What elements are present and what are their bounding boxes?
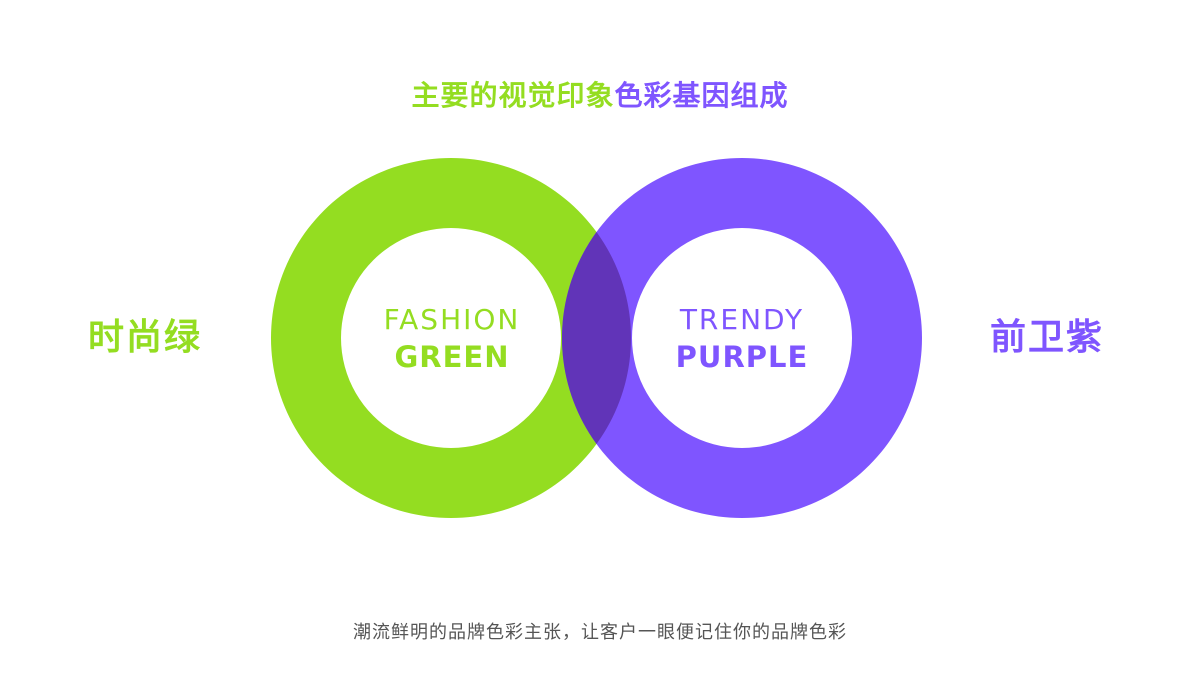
purple-ring	[561, 158, 922, 518]
green-ring-line1: FASHION	[383, 303, 521, 336]
headline: 主要的视觉印象色彩基因组成	[0, 76, 1200, 116]
green-ring-text: FASHION GREEN	[332, 302, 572, 376]
green-ring-line2: GREEN	[394, 340, 510, 374]
purple-ring-line2: PURPLE	[675, 340, 809, 374]
purple-ring-line1: TRENDY	[679, 303, 805, 336]
green-ring	[270, 158, 631, 519]
caption: 潮流鲜明的品牌色彩主张，让客户一眼便记住你的品牌色彩	[353, 622, 847, 643]
purple-ring-text: TRENDY PURPLE	[622, 302, 862, 376]
headline-green-part: 主要的视觉印象	[411, 79, 615, 112]
right-label-trendy-purple: 前卫紫	[989, 317, 1104, 358]
headline-purple-part: 色彩基因组成	[614, 79, 789, 112]
left-label-fashion-green: 时尚绿	[88, 317, 203, 358]
